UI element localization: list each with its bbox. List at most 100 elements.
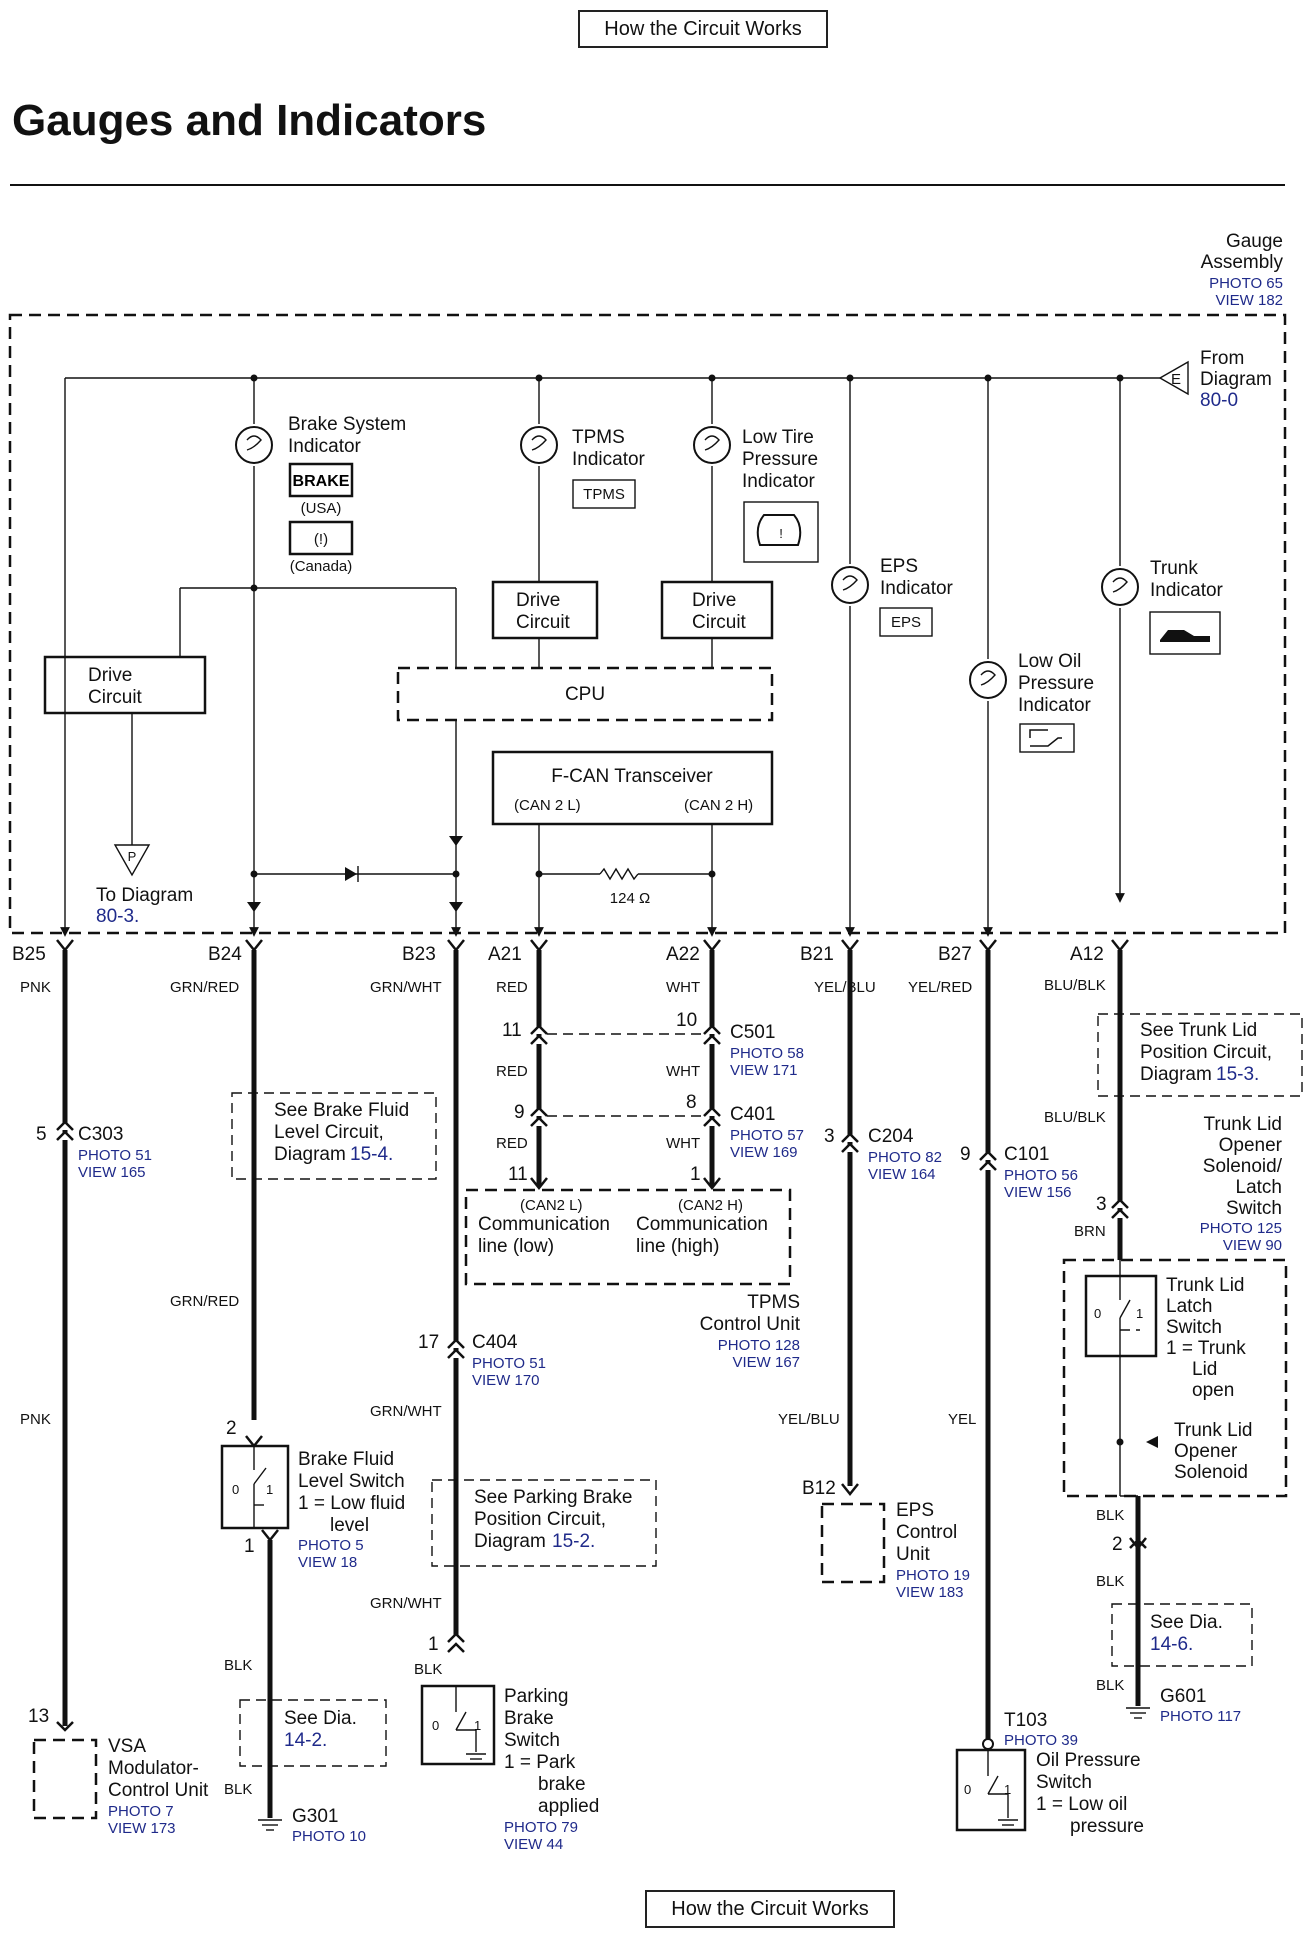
svg-text:Unit: Unit — [896, 1544, 931, 1565]
svg-text:applied: applied — [538, 1796, 599, 1817]
svg-text:GRN/WHT: GRN/WHT — [370, 979, 442, 996]
svg-text:WHT: WHT — [666, 1135, 700, 1152]
svg-text:!: ! — [779, 526, 783, 541]
svg-text:Diagram: Diagram — [474, 1531, 546, 1552]
svg-text:PNK: PNK — [20, 979, 51, 996]
svg-text:10: 10 — [676, 1010, 697, 1031]
ground-g301: G301 PHOTO 10 — [258, 1806, 366, 1845]
svg-text:Diagram: Diagram — [1140, 1064, 1212, 1085]
svg-text:VIEW 165: VIEW 165 — [78, 1164, 146, 1181]
pin-labels: B25 B24 B23 A21 A22 B21 B27 A12 — [12, 944, 1104, 965]
svg-text:9: 9 — [514, 1102, 525, 1123]
svg-text:RED: RED — [496, 979, 528, 996]
svg-text:Oil Pressure: Oil Pressure — [1036, 1750, 1141, 1771]
svg-text:GRN/RED: GRN/RED — [170, 979, 239, 996]
svg-text:Diagram: Diagram — [1200, 369, 1272, 390]
parking-brake-switch: 1 BLK 0 1 Parking Brake Switch 1 = Park … — [414, 1632, 599, 1853]
svg-text:Switch: Switch — [1166, 1317, 1222, 1338]
svg-text:TPMS: TPMS — [583, 486, 625, 503]
svg-text:Switch: Switch — [504, 1730, 560, 1751]
connector-c204: 3 C204 PHOTO 82 VIEW 164 — [824, 1126, 942, 1183]
svg-text:VIEW 171: VIEW 171 — [730, 1062, 798, 1079]
title-divider — [10, 184, 1285, 186]
svg-text:B12: B12 — [802, 1478, 836, 1499]
svg-text:PHOTO 128: PHOTO 128 — [718, 1337, 800, 1354]
svg-text:Trunk Lid: Trunk Lid — [1174, 1420, 1253, 1441]
how-circuit-works-top-button[interactable]: How the Circuit Works — [578, 10, 828, 48]
svg-text:Position Circuit,: Position Circuit, — [474, 1509, 606, 1530]
eps-control-unit: B12 EPS Control Unit PHOTO 19 VIEW 183 — [802, 1478, 970, 1601]
svg-text:Low Tire: Low Tire — [742, 427, 814, 448]
svg-text:Brake System: Brake System — [288, 414, 406, 435]
svg-text:PHOTO 125: PHOTO 125 — [1200, 1220, 1282, 1237]
svg-text:EPS: EPS — [891, 614, 921, 631]
svg-text:BLK: BLK — [1096, 1677, 1124, 1694]
svg-text:Communication: Communication — [636, 1214, 768, 1235]
see-brake-fluid-ref: See Brake Fluid Level Circuit, Diagram 1… — [231, 1092, 437, 1180]
ground-g601: G601 PHOTO 117 — [1126, 1686, 1241, 1725]
svg-text:Circuit: Circuit — [692, 612, 747, 633]
svg-text:BLK: BLK — [224, 1781, 252, 1798]
svg-text:A22: A22 — [666, 944, 700, 965]
svg-text:EPS: EPS — [880, 556, 918, 577]
svg-text:Latch: Latch — [1166, 1296, 1212, 1317]
cpu-block: CPU — [396, 666, 774, 722]
svg-text:Position Circuit,: Position Circuit, — [1140, 1042, 1272, 1063]
svg-text:1 = Low oil: 1 = Low oil — [1036, 1794, 1127, 1815]
svg-text:GRN/RED: GRN/RED — [170, 1293, 239, 1310]
svg-text:E: E — [1171, 371, 1181, 388]
svg-text:Control: Control — [896, 1522, 957, 1543]
svg-text:0: 0 — [432, 1718, 439, 1733]
svg-text:T103: T103 — [1004, 1710, 1047, 1731]
svg-text:See Brake Fluid: See Brake Fluid — [274, 1100, 409, 1121]
svg-text:BLK: BLK — [1096, 1507, 1124, 1524]
svg-text:TPMS: TPMS — [747, 1292, 800, 1313]
svg-text:B23: B23 — [402, 944, 436, 965]
connector-c501: 11 10 C501 PHOTO 58 VIEW 171 — [502, 1010, 804, 1079]
from-diagram-connector: E From Diagram 80-0 — [1158, 348, 1272, 411]
brake-system-indicator: Brake System Indicator BRAKE (USA) (!) (… — [235, 378, 406, 937]
svg-text:VIEW 164: VIEW 164 — [868, 1166, 936, 1183]
connector-c401: 9 8 C401 PHOTO 57 VIEW 169 — [514, 1092, 804, 1161]
svg-text:(CAN2 H): (CAN2 H) — [678, 1197, 743, 1214]
svg-text:PHOTO 82: PHOTO 82 — [868, 1149, 942, 1166]
svg-text:C303: C303 — [78, 1124, 123, 1145]
svg-text:Drive: Drive — [516, 590, 560, 611]
how-circuit-works-bottom-button[interactable]: How the Circuit Works — [645, 1890, 895, 1928]
svg-text:VIEW 173: VIEW 173 — [108, 1820, 176, 1837]
svg-text:0: 0 — [964, 1782, 971, 1797]
svg-text:1: 1 — [428, 1634, 439, 1655]
svg-text:EPS: EPS — [896, 1500, 934, 1521]
svg-text:Drive: Drive — [88, 665, 132, 686]
svg-text:PHOTO 65: PHOTO 65 — [1209, 275, 1283, 292]
svg-text:Opener: Opener — [1219, 1135, 1283, 1156]
svg-text:G301: G301 — [292, 1806, 338, 1827]
svg-text:P: P — [128, 849, 137, 864]
svg-text:Communication: Communication — [478, 1214, 610, 1235]
svg-text:Indicator: Indicator — [742, 471, 816, 492]
svg-text:(!): (!) — [314, 531, 328, 548]
svg-text:brake: brake — [538, 1774, 586, 1795]
svg-text:Control Unit: Control Unit — [700, 1314, 801, 1335]
tpms-control-unit: 11 1 (CAN2 L) Communication line (low) (… — [464, 1164, 801, 1371]
svg-text:80-0: 80-0 — [1200, 390, 1238, 411]
svg-text:0: 0 — [232, 1482, 239, 1497]
connector-c101: 9 C101 PHOTO 56 VIEW 156 — [960, 1144, 1078, 1201]
svg-text:C404: C404 — [472, 1332, 518, 1353]
svg-text:VIEW 182: VIEW 182 — [1215, 292, 1283, 309]
svg-text:BLK: BLK — [1096, 1573, 1124, 1590]
svg-text:14-2.: 14-2. — [284, 1730, 327, 1751]
svg-text:Pressure: Pressure — [1018, 673, 1094, 694]
svg-text:VIEW 18: VIEW 18 — [298, 1554, 357, 1571]
svg-text:PHOTO 39: PHOTO 39 — [1004, 1732, 1078, 1749]
svg-text:(CAN 2 H): (CAN 2 H) — [684, 797, 753, 814]
svg-text:Parking: Parking — [504, 1686, 568, 1707]
see-trunk-lid-ref: See Trunk Lid Position Circuit, Diagram … — [1097, 1013, 1303, 1097]
svg-text:Switch: Switch — [1036, 1772, 1092, 1793]
brake-fluid-level-switch: 2 0 1 1 Brake Fluid Level Switch 1 = Low… — [220, 1418, 405, 1571]
svg-text:VIEW 170: VIEW 170 — [472, 1372, 540, 1389]
svg-text:A12: A12 — [1070, 944, 1104, 965]
diode-link — [247, 836, 463, 912]
svg-text:YEL/BLU: YEL/BLU — [814, 979, 876, 996]
